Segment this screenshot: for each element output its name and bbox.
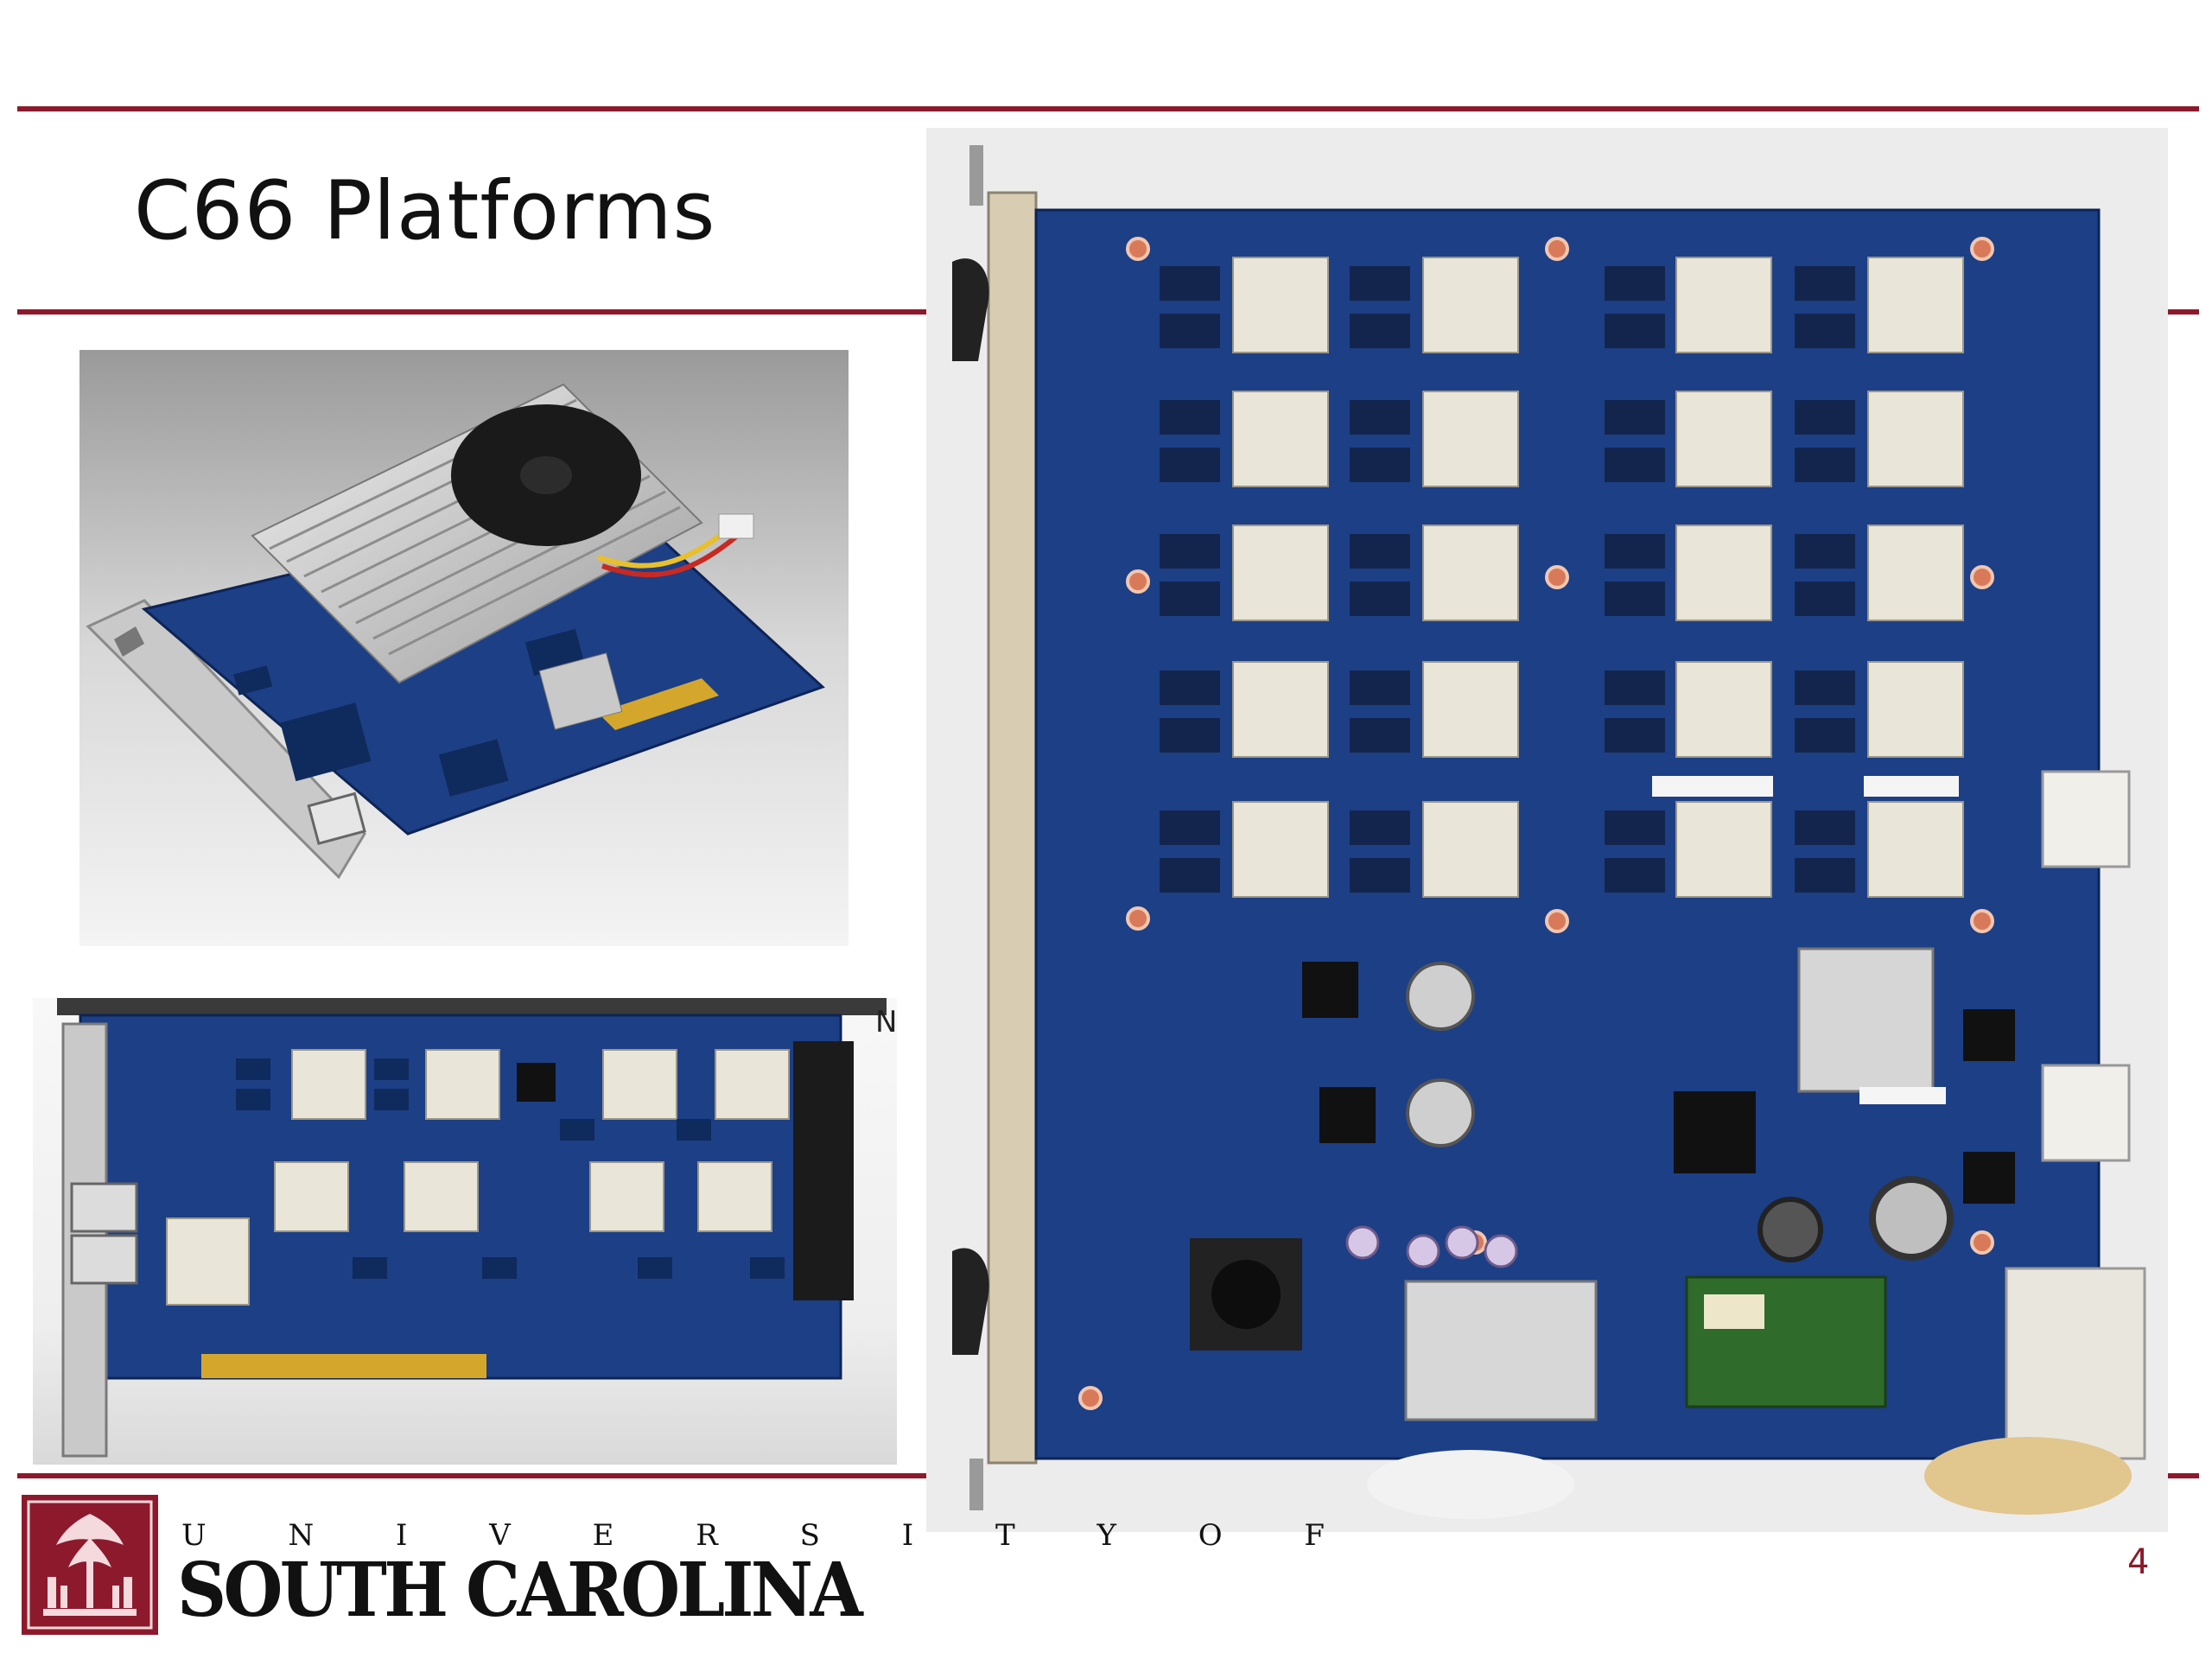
top-rule [17,106,2199,111]
stray-letter: N [875,1005,898,1039]
slide-number: 4 [2127,1542,2150,1582]
usc-seal-logo [22,1495,158,1635]
pcie-heatsink-card-image [79,350,849,946]
atca-dsp-blade-image [926,128,2168,1532]
pcie-dsp-card-image [33,998,897,1465]
usc-university-of-text: U N I V E R S I T Y O F [181,1518,1362,1553]
usc-south-carolina-text: SOUTH CAROLINA [177,1547,863,1634]
slide-title: C66 Platforms [134,164,716,258]
